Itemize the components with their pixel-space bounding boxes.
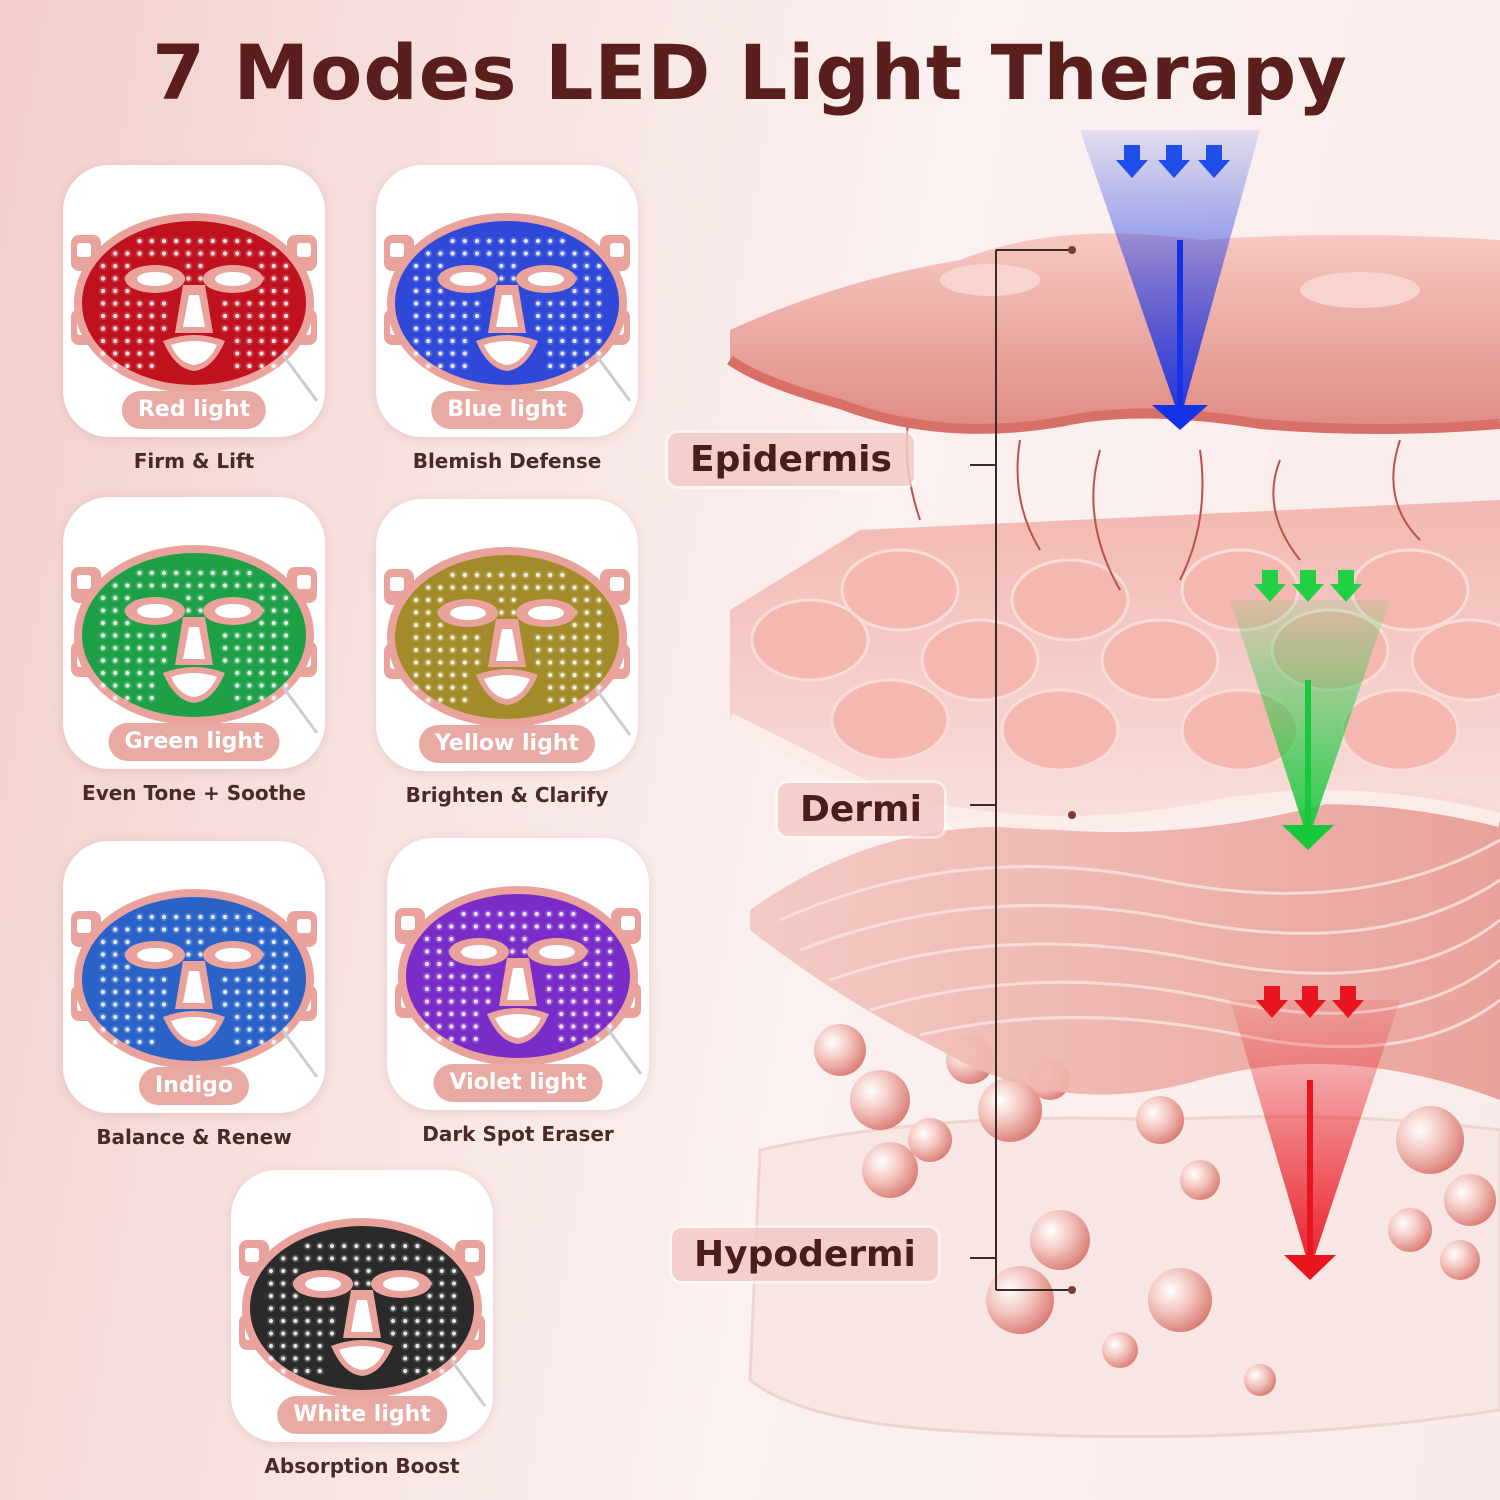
led-mask-yellow-icon xyxy=(384,547,632,736)
led-mask-red-icon xyxy=(71,213,319,402)
mode-benefit-white: Absorption Boost xyxy=(264,1454,460,1478)
mode-label-red: Red light xyxy=(121,391,267,429)
fat-cell xyxy=(1136,1096,1184,1144)
led-mask-white-icon xyxy=(239,1218,487,1407)
mode-benefit-indigo: Balance & Renew xyxy=(96,1125,292,1149)
mode-card-yellow xyxy=(376,499,638,771)
fat-cell xyxy=(1444,1174,1496,1226)
dermis-cell xyxy=(830,678,950,762)
led-mask-violet-icon xyxy=(395,886,643,1075)
fat-cell xyxy=(1388,1208,1432,1252)
epidermis-label: Epidermis xyxy=(668,433,914,486)
page-title: 7 Modes LED Light Therapy xyxy=(152,28,1348,117)
mode-card-indigo xyxy=(63,841,325,1113)
mode-card-green xyxy=(63,497,325,769)
dermis-cell xyxy=(750,598,870,682)
mode-benefit-green: Even Tone + Soothe xyxy=(82,781,306,805)
dermis-cell xyxy=(840,548,960,632)
fat-cell xyxy=(1440,1240,1480,1280)
mode-card-red xyxy=(63,165,325,437)
fat-cell xyxy=(862,1142,918,1198)
fat-cell xyxy=(1102,1332,1138,1368)
dermis-cell xyxy=(1410,618,1500,702)
mode-label-white: White light xyxy=(277,1396,447,1434)
led-mask-green-icon xyxy=(71,545,319,734)
blue-beam xyxy=(1080,130,1260,430)
dermis-cell xyxy=(1010,558,1130,642)
fat-cell xyxy=(1244,1364,1276,1396)
dermis-cell xyxy=(920,618,1040,702)
fat-cell xyxy=(1030,1210,1090,1270)
fat-cell xyxy=(850,1070,910,1130)
mode-benefit-red: Firm & Lift xyxy=(133,449,255,473)
red-beam xyxy=(1230,986,1400,1280)
fat-cell xyxy=(1396,1106,1464,1174)
epidermis-layer xyxy=(730,233,1500,427)
led-mask-blue-icon xyxy=(384,213,632,402)
mode-benefit-blue: Blemish Defense xyxy=(412,449,602,473)
mode-card-blue xyxy=(376,165,638,437)
fat-cell xyxy=(1148,1268,1212,1332)
green-beam xyxy=(1230,570,1390,850)
fat-cell xyxy=(986,1266,1054,1334)
fat-cell xyxy=(978,1078,1042,1142)
fat-cell xyxy=(908,1118,952,1162)
mode-benefit-yellow: Brighten & Clarify xyxy=(405,783,609,807)
skin-layer-diagram xyxy=(726,130,1500,1439)
layer-bracket xyxy=(970,249,1070,1291)
mode-label-violet: Violet light xyxy=(433,1064,603,1102)
mode-label-indigo: Indigo xyxy=(139,1067,249,1105)
mode-label-yellow: Yellow light xyxy=(418,725,596,763)
mode-benefit-violet: Dark Spot Eraser xyxy=(422,1122,614,1146)
dermis-label: Dermi xyxy=(778,783,944,836)
hypodermis-label: Hypodermi xyxy=(672,1228,938,1281)
mode-label-green: Green light xyxy=(108,723,280,761)
led-mask-indigo-icon xyxy=(71,889,319,1078)
mode-label-blue: Blue light xyxy=(431,391,583,429)
fat-cell xyxy=(1180,1160,1220,1200)
fat-cell xyxy=(814,1024,866,1076)
dermis-cell xyxy=(1100,618,1220,702)
dermis-cell xyxy=(1000,688,1120,772)
dermis-cell xyxy=(1340,688,1460,772)
